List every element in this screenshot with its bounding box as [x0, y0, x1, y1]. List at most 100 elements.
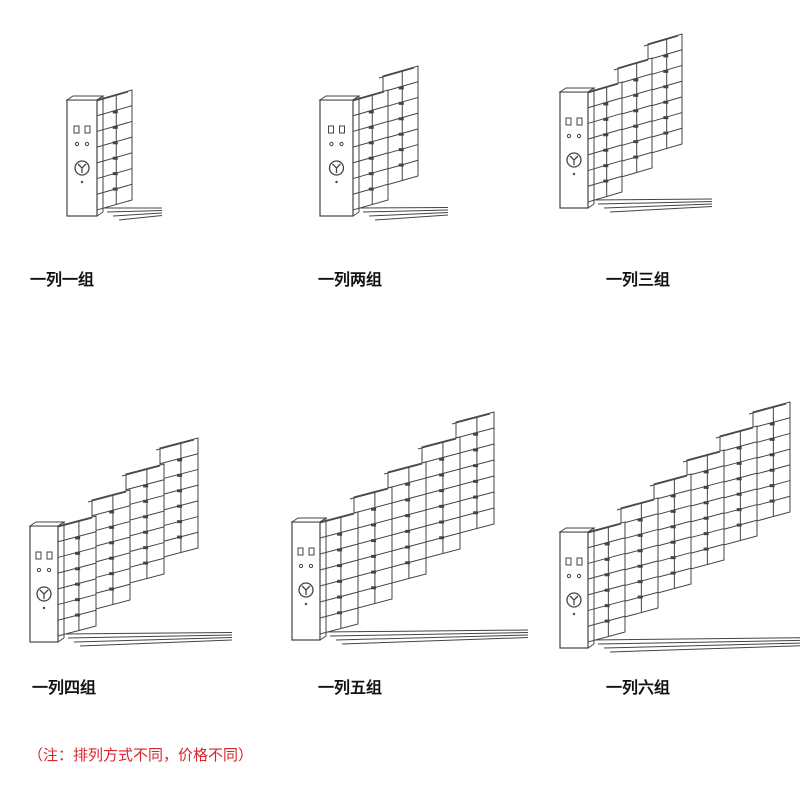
shelf-unit [91, 489, 131, 611]
shelf-clip [703, 547, 709, 551]
shelf-unit [719, 425, 758, 547]
shelf-clip [439, 536, 445, 540]
shelf-clip [603, 117, 609, 121]
shelf-clip [439, 520, 445, 524]
floor-rail [597, 201, 713, 205]
shelf-top [583, 83, 619, 95]
shelf-top [121, 465, 161, 477]
shelf-clip [337, 579, 343, 583]
button-dot [329, 141, 334, 147]
floor-rail [374, 214, 449, 221]
shelf-clip [603, 102, 609, 106]
shelf-top [583, 523, 622, 535]
lock-dot [335, 180, 338, 184]
control-panel-edge [587, 527, 595, 533]
floor-rail [362, 209, 449, 213]
shelf-clip [769, 422, 775, 426]
indicator-light [46, 551, 53, 560]
cabinet-six-groups [558, 401, 800, 653]
shelf-clip [637, 580, 643, 584]
control-panel-edge [587, 203, 595, 209]
shelf-clip [405, 561, 411, 565]
lock-dot [80, 180, 84, 184]
shelf-clip [177, 535, 183, 539]
shelf-top [87, 491, 127, 503]
control-panel [291, 521, 321, 641]
shelf-clip [769, 453, 775, 457]
shelf-clip [405, 545, 411, 549]
crank-handle-icon [36, 586, 52, 602]
shelf-clip [177, 520, 183, 524]
shelf-top [613, 59, 649, 71]
caption-two-groups: 一列两组 [318, 270, 383, 289]
shelf-clip [439, 473, 445, 477]
shelf-clip [337, 595, 343, 599]
shelf-clip [371, 507, 377, 511]
button-dot [36, 567, 42, 573]
shelf-clip [109, 572, 115, 576]
shelf-clip [473, 495, 479, 499]
shelf-clip [337, 548, 343, 552]
indicator-light [576, 117, 583, 126]
shelf-top [155, 439, 195, 451]
shelf-clip [633, 109, 639, 113]
shelf-clip [109, 541, 115, 545]
shelf-unit [620, 497, 659, 619]
lock-dot [42, 606, 46, 610]
shelf-clip [633, 140, 639, 144]
shelf-clip [769, 437, 775, 441]
floor-rail [335, 634, 529, 641]
shelf-clip [703, 501, 709, 505]
shelf-clip [603, 164, 609, 168]
shelf-clip [368, 156, 374, 160]
shelf-clip [663, 85, 669, 89]
shelf-clip [604, 619, 610, 623]
shelf-clip [703, 470, 709, 474]
shelf-unit [653, 473, 692, 595]
floor-rail [597, 639, 800, 645]
lock-dot [572, 172, 576, 176]
shelf-clip [143, 499, 149, 503]
shelf-clip [637, 564, 643, 568]
shelf-unit [125, 463, 165, 585]
floor-rail [609, 206, 713, 213]
control-panel-edge [96, 211, 104, 217]
shelf-top [643, 35, 679, 47]
shelf-clip [604, 588, 610, 592]
shelf-top [348, 91, 385, 103]
shelf-clip [371, 554, 377, 558]
shelf-clip [604, 604, 610, 608]
shelf-clip [109, 556, 115, 560]
cabinet-one-group [65, 89, 163, 221]
control-panel-edge [96, 95, 104, 101]
shelf-clip [177, 489, 183, 493]
shelf-clip [405, 482, 411, 486]
shelf-clip [769, 499, 775, 503]
shelf-clip [439, 504, 445, 508]
crank-handle-icon [566, 152, 582, 168]
shelf-clip [337, 611, 343, 615]
crank-spokes [301, 585, 311, 595]
lock-dot [572, 612, 576, 616]
floor-rail [112, 212, 163, 217]
shelf-top [649, 475, 688, 487]
shelf-top [92, 91, 129, 103]
shelf-clip [637, 518, 643, 522]
floor-rail [79, 639, 233, 647]
indicator-light [308, 547, 315, 556]
button-dot [339, 141, 344, 147]
shelf-clip [368, 125, 374, 129]
shelf-clip [604, 573, 610, 577]
control-panel [66, 99, 98, 217]
shelf-clip [398, 148, 404, 152]
shelf-clip [109, 510, 115, 514]
shelf-clip [769, 484, 775, 488]
shelf-clip [368, 141, 374, 145]
shelf-top [715, 427, 754, 439]
cabinet-two-groups [318, 65, 449, 221]
shelf-clip [473, 479, 479, 483]
shelf-clip [769, 468, 775, 472]
crank-handle-icon [328, 160, 345, 176]
crank-spokes [569, 155, 579, 165]
shelf-clip [736, 508, 742, 512]
